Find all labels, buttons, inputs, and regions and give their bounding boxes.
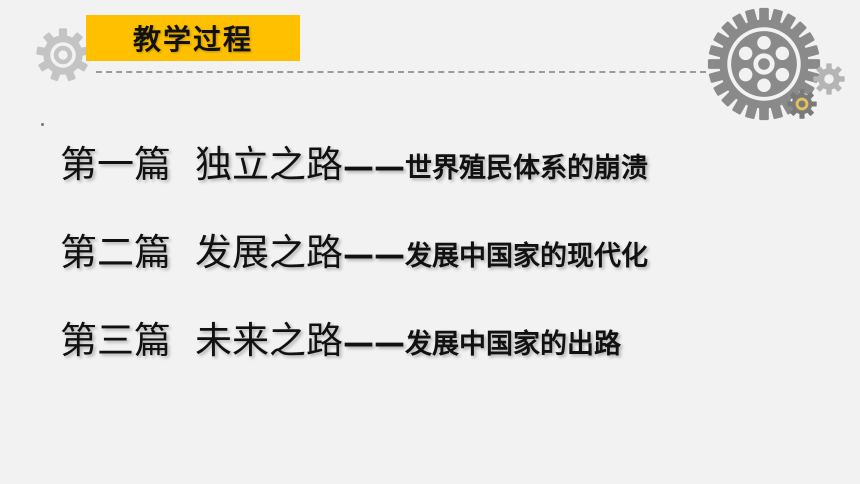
chapter-name: 发展之路 (195, 231, 343, 274)
dashed-divider (96, 71, 706, 73)
chapter-dash: —— (343, 149, 405, 185)
gear-icon (787, 89, 817, 119)
chapter-subtitle: 发展中国家的现代化 (405, 241, 648, 272)
gear-icon (813, 63, 845, 95)
chapter-number: 第二篇 (60, 231, 171, 274)
page-title: 教学过程 (132, 23, 253, 56)
chapter-number: 第三篇 (60, 319, 171, 362)
chapter-line-2: 第二篇 发展之路 —— 发展中国家的现代化 (60, 222, 648, 274)
gear-icon (36, 28, 90, 82)
bullet-dot (41, 123, 44, 126)
chapter-number: 第一篇 (60, 143, 171, 186)
gear-icon (707, 7, 821, 121)
chapter-subtitle: 世界殖民体系的崩溃 (405, 153, 648, 184)
chapter-name: 独立之路 (195, 143, 343, 186)
chapter-line-1: 第一篇 独立之路 —— 世界殖民体系的崩溃 (60, 134, 648, 186)
chapter-name: 未来之路 (195, 319, 343, 362)
chapter-line-3: 第三篇 未来之路 —— 发展中国家的出路 (60, 310, 621, 362)
chapter-dash: —— (343, 237, 405, 273)
title-banner: 教学过程 (86, 15, 300, 61)
chapter-subtitle: 发展中国家的出路 (405, 329, 621, 360)
chapter-dash: —— (343, 325, 405, 361)
